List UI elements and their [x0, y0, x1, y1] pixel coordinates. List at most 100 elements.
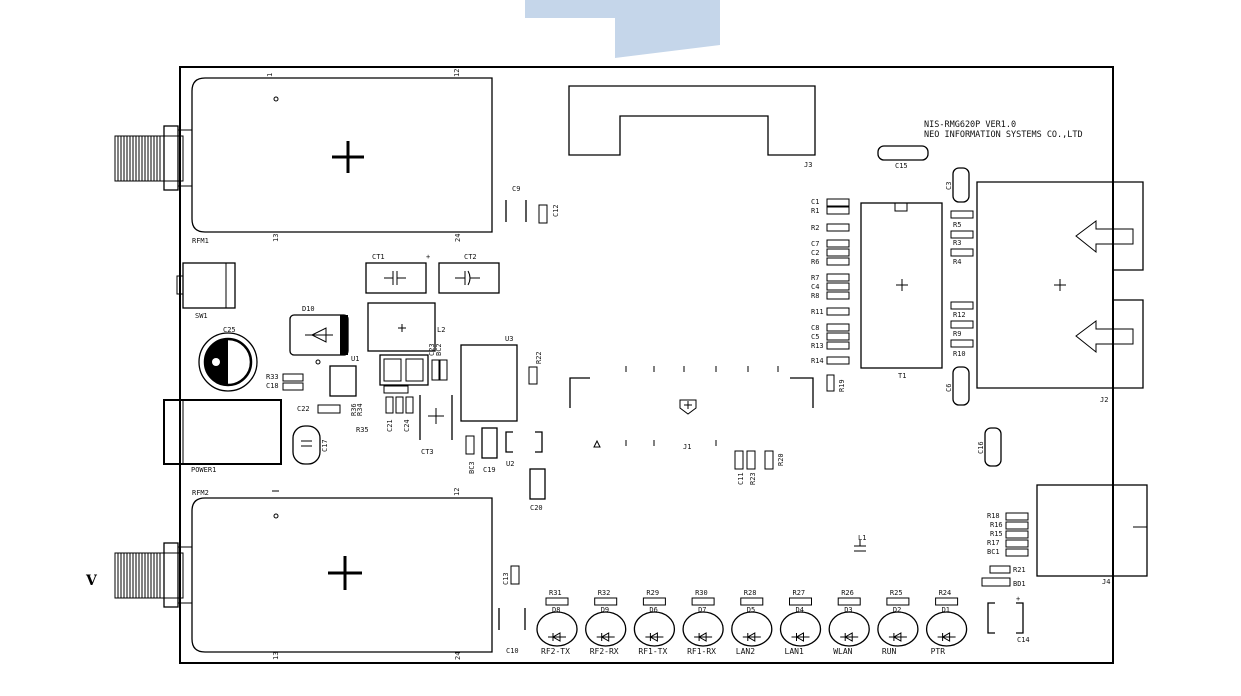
c6-label: C6 [945, 384, 953, 392]
c12-pad [538, 204, 548, 224]
led-body [682, 611, 724, 647]
c22-label: C22 [297, 405, 310, 413]
led-function-label: RF1-TX [638, 647, 667, 656]
led-resistor-label: R30 [695, 589, 708, 597]
j3-connector: J3 [568, 85, 816, 169]
led-diode-label: D3 [844, 606, 852, 614]
u2-outline [505, 431, 543, 453]
led-diode-label: D7 [698, 606, 706, 614]
r33-pad [282, 373, 304, 382]
svg-text:R3: R3 [953, 239, 961, 247]
led-function-label: PTR [931, 647, 946, 656]
ct3-capacitor: CT3 [419, 395, 453, 456]
svg-text:R2: R2 [811, 224, 819, 232]
r19-pad [826, 374, 835, 392]
led-function-label: LAN2 [736, 647, 755, 656]
power1-jack: POWER1 [163, 399, 282, 474]
svg-text:+: + [426, 253, 430, 261]
led-symbol [694, 632, 713, 642]
r34-label: R34 [356, 403, 364, 416]
c23-pad [431, 359, 440, 381]
r22-label: R22 [535, 351, 543, 364]
led-resistor-label: R28 [744, 589, 757, 597]
led-resistor-label: R26 [841, 589, 854, 597]
svg-text:R14: R14 [811, 357, 824, 365]
bc2-pad [439, 359, 448, 381]
led-resistor-pad [886, 597, 910, 606]
r35-label: R35 [356, 426, 369, 434]
svg-text:D10: D10 [302, 305, 315, 313]
l1-inductor [854, 540, 866, 552]
j1-connector: J1 [569, 366, 814, 451]
c3-label: C3 [945, 182, 953, 190]
t1-left-passives: C1 R1 R2 C7 C2 R6 R7 C4 R8 R11 C8 C5 R13… [811, 198, 850, 365]
side-mark: V [85, 573, 98, 589]
svg-text:R13: R13 [811, 342, 824, 350]
c18-label: C18 [266, 382, 279, 390]
board-outline [179, 66, 1114, 664]
led-resistor-pad [545, 597, 569, 606]
rfm2-pin24: 24 [454, 652, 462, 660]
svg-text:R9: R9 [953, 330, 961, 338]
rfm1-pin13: 13 [272, 234, 280, 242]
led-diode-label: D2 [893, 606, 901, 614]
rfm2-pin12: 12 [453, 488, 461, 496]
j4-passives: R18 R16 R15 R17 BC1 R21 BD1 [981, 512, 1029, 588]
bc3-label: BC3 [468, 461, 476, 474]
svg-text:R5: R5 [953, 221, 961, 229]
svg-text:R17: R17 [987, 539, 1000, 547]
j2-connector: J2 [976, 181, 1144, 404]
led-resistor-pad [837, 597, 861, 606]
r36-label: R36 [350, 403, 358, 416]
bc3-pad [465, 435, 475, 455]
svg-text:J4: J4 [1102, 578, 1110, 586]
led-symbol [645, 632, 664, 642]
led-function-label: LAN1 [785, 647, 804, 656]
board-title-line1: NIS-RMG620P VER1.0 [924, 120, 1016, 130]
rfm1-pin1: 1 [266, 73, 274, 77]
led-symbol [888, 632, 907, 642]
led-diode-label: D9 [601, 606, 609, 614]
led-resistor-pad [691, 597, 715, 606]
svg-text:CT2: CT2 [464, 253, 477, 261]
led-resistor-label: R27 [793, 589, 806, 597]
led-diode-label: D1 [942, 606, 950, 614]
led-resistor-pad [594, 597, 618, 606]
svg-text:R11: R11 [811, 308, 824, 316]
svg-text:C17: C17 [321, 439, 329, 452]
svg-text:J3: J3 [804, 161, 812, 169]
c21-label: C21 [386, 419, 394, 432]
led-body [536, 611, 578, 647]
sw1-label: SW1 [195, 312, 208, 320]
c20-pad [529, 468, 546, 500]
led-body [731, 611, 773, 647]
svg-text:R12: R12 [953, 311, 966, 319]
led-resistor-pad [935, 597, 959, 606]
svg-text:J1: J1 [683, 443, 691, 451]
c19-pad [481, 427, 498, 459]
c11-label: C11 [737, 472, 745, 485]
svg-text:R21: R21 [1013, 566, 1026, 574]
led-function-label: RF2-RX [590, 647, 619, 656]
rfm1-pin12: 12 [453, 69, 461, 77]
led-resistor-label: R24 [939, 589, 952, 597]
l1-label: L1 [858, 534, 866, 542]
c14-capacitor: + C14 [987, 595, 1030, 644]
rfm1-pin24: 24 [454, 234, 462, 242]
svg-text:T1: T1 [898, 372, 906, 380]
led-symbol [791, 632, 810, 642]
ct1-capacitor: CT1 [365, 253, 427, 294]
rfm2-module: RFM2 12 13 24 [191, 488, 493, 660]
svg-text:+: + [1016, 595, 1020, 603]
u2-label: U2 [506, 460, 514, 468]
led-diode-label: D8 [552, 606, 560, 614]
r20-label: R20 [777, 453, 785, 466]
led-diode-label: D4 [796, 606, 804, 614]
c12-label: C12 [552, 204, 560, 217]
svg-text:CT1: CT1 [372, 253, 385, 261]
r23-label: R23 [749, 472, 757, 485]
